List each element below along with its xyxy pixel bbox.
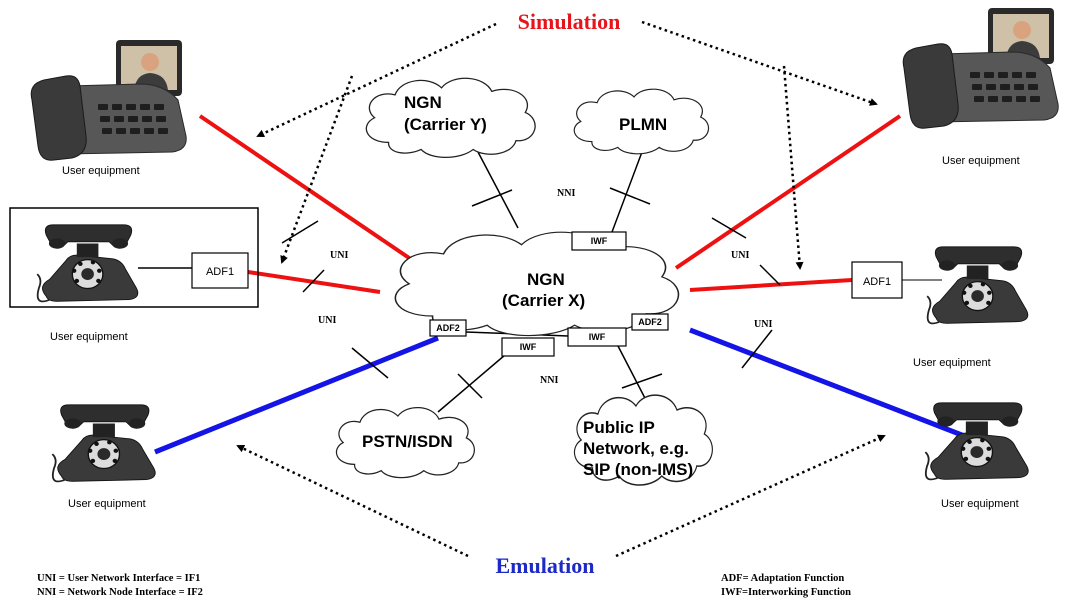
user-equipment-label-bottom-right: User equipment <box>941 498 1019 510</box>
cloud-public-ip-line3: SIP (non-IMS) <box>583 460 693 479</box>
cloud-ngn-x-label-line2: (Carrier X) <box>502 291 585 310</box>
adf2-left-box: ADF2 <box>429 319 467 337</box>
cloud-pstn-label: PSTN/ISDN <box>362 432 453 451</box>
link-plmn-to-iwf <box>611 151 643 233</box>
cloud-public-ip-line2: Network, e.g. <box>583 439 689 458</box>
nni-tick-pstn <box>457 373 483 399</box>
uni-label-right: UNI <box>754 319 772 330</box>
uni-tick-top-left <box>281 220 319 244</box>
rotary-phone-icon <box>926 245 1029 325</box>
legend-nni: NNI = Network Node Interface = IF2 <box>37 587 203 598</box>
adf1-right-label: ADF1 <box>863 276 891 288</box>
adf2-right-label: ADF2 <box>638 317 662 327</box>
link-bottom-right-phone <box>689 327 981 445</box>
user-equipment-frame-left <box>9 207 259 308</box>
rotary-phone-icon <box>51 403 157 483</box>
emulation-arrow-right <box>615 434 886 558</box>
iwf-top-label: IWF <box>591 236 608 246</box>
uni-tick-right <box>759 264 781 286</box>
uni-label-top-left: UNI <box>330 250 348 261</box>
simulation-arrow-right-down <box>782 65 804 270</box>
rotary-phone-icon <box>36 223 139 303</box>
emulation-label: Emulation <box>495 553 594 578</box>
simulation-arrow-left-down <box>280 75 354 264</box>
adf1-right-box: ADF1 <box>851 261 903 299</box>
user-equipment-label-mid-left: User equipment <box>50 331 128 343</box>
iwf-left-box: IWF <box>501 337 555 357</box>
uni-label-top-right: UNI <box>731 250 749 261</box>
link-top-right-videophone <box>674 114 902 270</box>
uni-tick-bottom-left <box>351 347 389 379</box>
simulation-label: Simulation <box>518 9 621 34</box>
emulation-arrow-left <box>236 444 469 558</box>
nni-label-bottom: NNI <box>540 375 558 386</box>
nni-tick-ngn-y <box>471 189 513 207</box>
user-equipment-label-top-right: User equipment <box>942 155 1020 167</box>
legend-iwf: IWF=Interworking Function <box>721 587 851 598</box>
adf2-right-box: ADF2 <box>631 313 669 331</box>
simulation-arrow-left <box>256 22 497 138</box>
uni-tick-top-right <box>711 217 747 239</box>
cloud-ngn-y-label-line1: NGN <box>404 93 442 112</box>
legend-uni: UNI = User Network Interface = IF1 <box>37 573 200 584</box>
link-right-adf1 <box>689 278 853 292</box>
iwf-right-label: IWF <box>589 332 606 342</box>
interface-ticks <box>281 187 781 399</box>
adf1-left-box: ADF1 <box>191 252 249 289</box>
video-phone-icon <box>902 7 1059 129</box>
simulation-arrow-right <box>641 20 878 106</box>
uni-label-left: UNI <box>318 315 336 326</box>
nni-label-top: NNI <box>557 188 575 199</box>
video-phone-icon <box>30 39 187 161</box>
link-left-adf1 <box>247 270 381 294</box>
user-equipment-label-mid-right: User equipment <box>913 357 991 369</box>
adf2-left-label: ADF2 <box>436 323 460 333</box>
iwf-top-box: IWF <box>571 231 627 251</box>
cloud-ngn-x-label-line1: NGN <box>527 270 565 289</box>
nni-tick-plmn <box>609 187 651 205</box>
cloud-public-ip-line1: Public IP <box>583 418 655 437</box>
cloud-ngn-y-label-line2: (Carrier Y) <box>404 115 487 134</box>
link-bottom-left-phone <box>154 335 439 455</box>
iwf-right-box: IWF <box>567 327 627 347</box>
iwf-left-label: IWF <box>520 342 537 352</box>
adf1-left-label: ADF1 <box>206 266 234 278</box>
rotary-phone-icon <box>924 401 1030 481</box>
link-iwf-to-public-ip <box>617 345 649 405</box>
cloud-plmn-label: PLMN <box>619 115 667 134</box>
user-equipment-label-bottom-left: User equipment <box>68 498 146 510</box>
user-equipment-label-top-left: User equipment <box>62 165 140 177</box>
uni-tick-bottom-right <box>741 329 773 369</box>
link-ngn-y-to-ngn-x <box>477 151 519 229</box>
link-iwf-to-pstn <box>437 354 506 413</box>
nni-tick-public-ip <box>621 373 663 389</box>
uni-tick-left <box>302 269 325 293</box>
legend-adf: ADF= Adaptation Function <box>721 573 844 584</box>
